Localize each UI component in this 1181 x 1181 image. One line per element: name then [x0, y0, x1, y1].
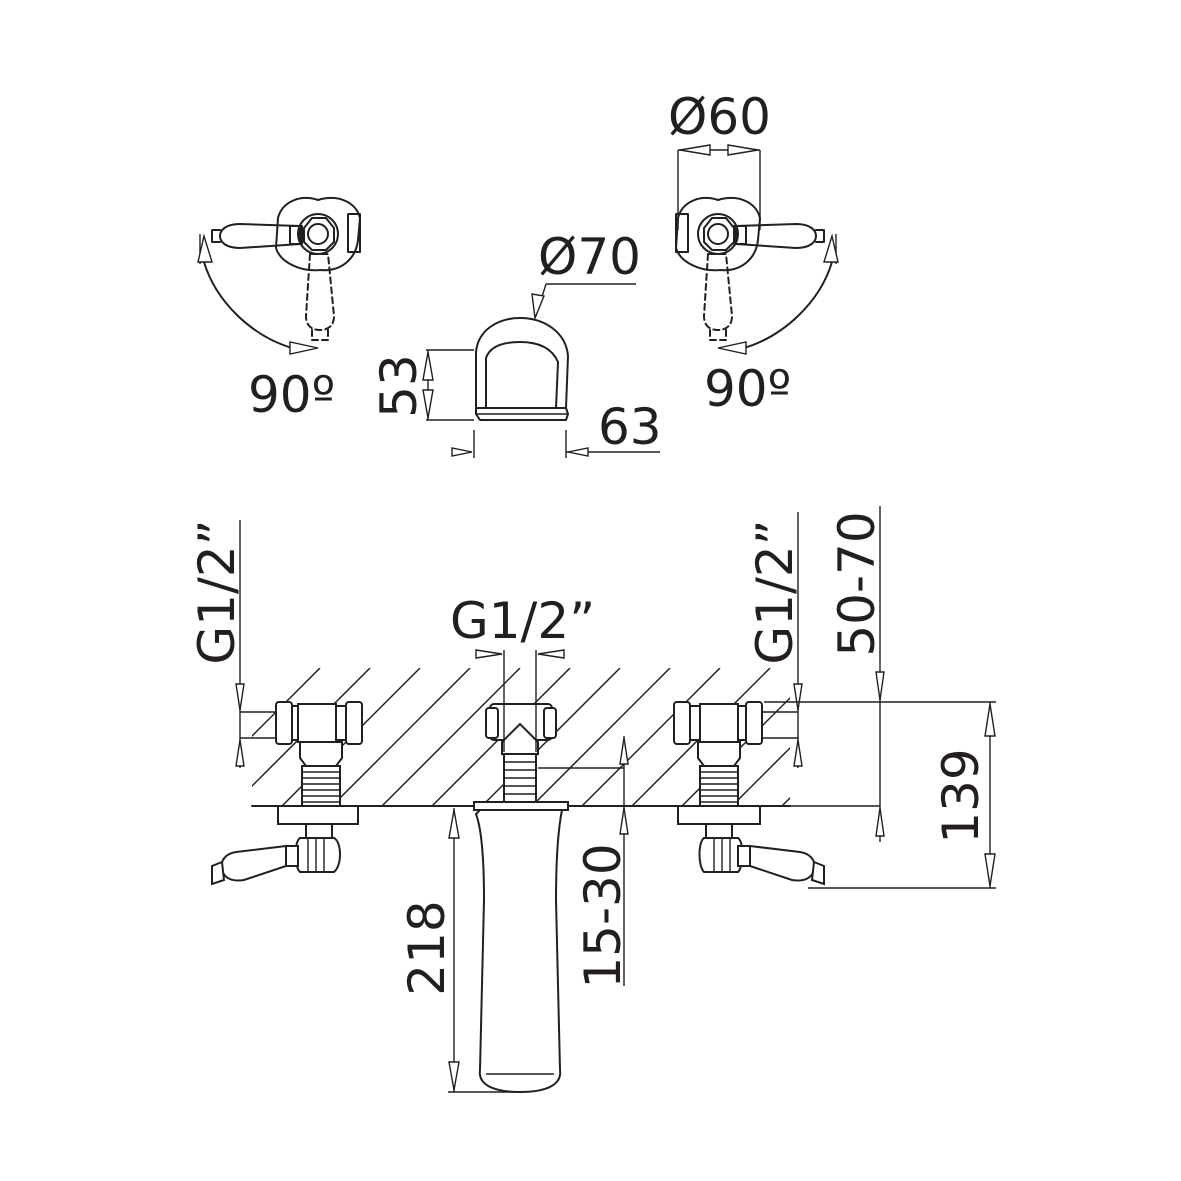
- label-depth-63: 63: [598, 398, 662, 456]
- left-valve-body: [211, 701, 363, 886]
- dimension-218: [448, 808, 520, 1093]
- dimension-63: [451, 430, 660, 458]
- dimension-53: [422, 349, 474, 421]
- label-height-139: 139: [932, 748, 990, 843]
- label-thread-right: G1/2”: [746, 519, 804, 664]
- dimension-50-70: [764, 506, 996, 842]
- label-dia-70: Ø70: [538, 228, 641, 286]
- label-deck-range: 50-70: [828, 511, 886, 656]
- label-thread-center: G1/2”: [450, 592, 595, 650]
- label-dia-60: Ø60: [668, 88, 771, 146]
- dimension-g12-left: [235, 520, 276, 768]
- spout-front-view: [475, 317, 569, 421]
- dimension-dia-70: [531, 283, 636, 321]
- label-thread-left: G1/2”: [188, 519, 246, 664]
- right-valve-body: [673, 701, 825, 886]
- label-rotation-left: 90º: [248, 366, 335, 424]
- label-thread-range: 15-30: [574, 843, 632, 988]
- label-height-53: 53: [370, 354, 428, 418]
- right-valve-top-view: [675, 197, 839, 355]
- dimension-g12-right: [762, 512, 803, 768]
- left-valve-top-view: [197, 197, 361, 355]
- dimension-dia-60: [677, 144, 761, 230]
- dimension-15-30: [538, 736, 629, 986]
- dimension-139: [808, 702, 996, 889]
- center-spout-body: [473, 703, 569, 1094]
- label-rotation-right: 90º: [704, 360, 791, 418]
- dimension-g12-center: [475, 649, 565, 752]
- label-length-218: 218: [398, 900, 456, 995]
